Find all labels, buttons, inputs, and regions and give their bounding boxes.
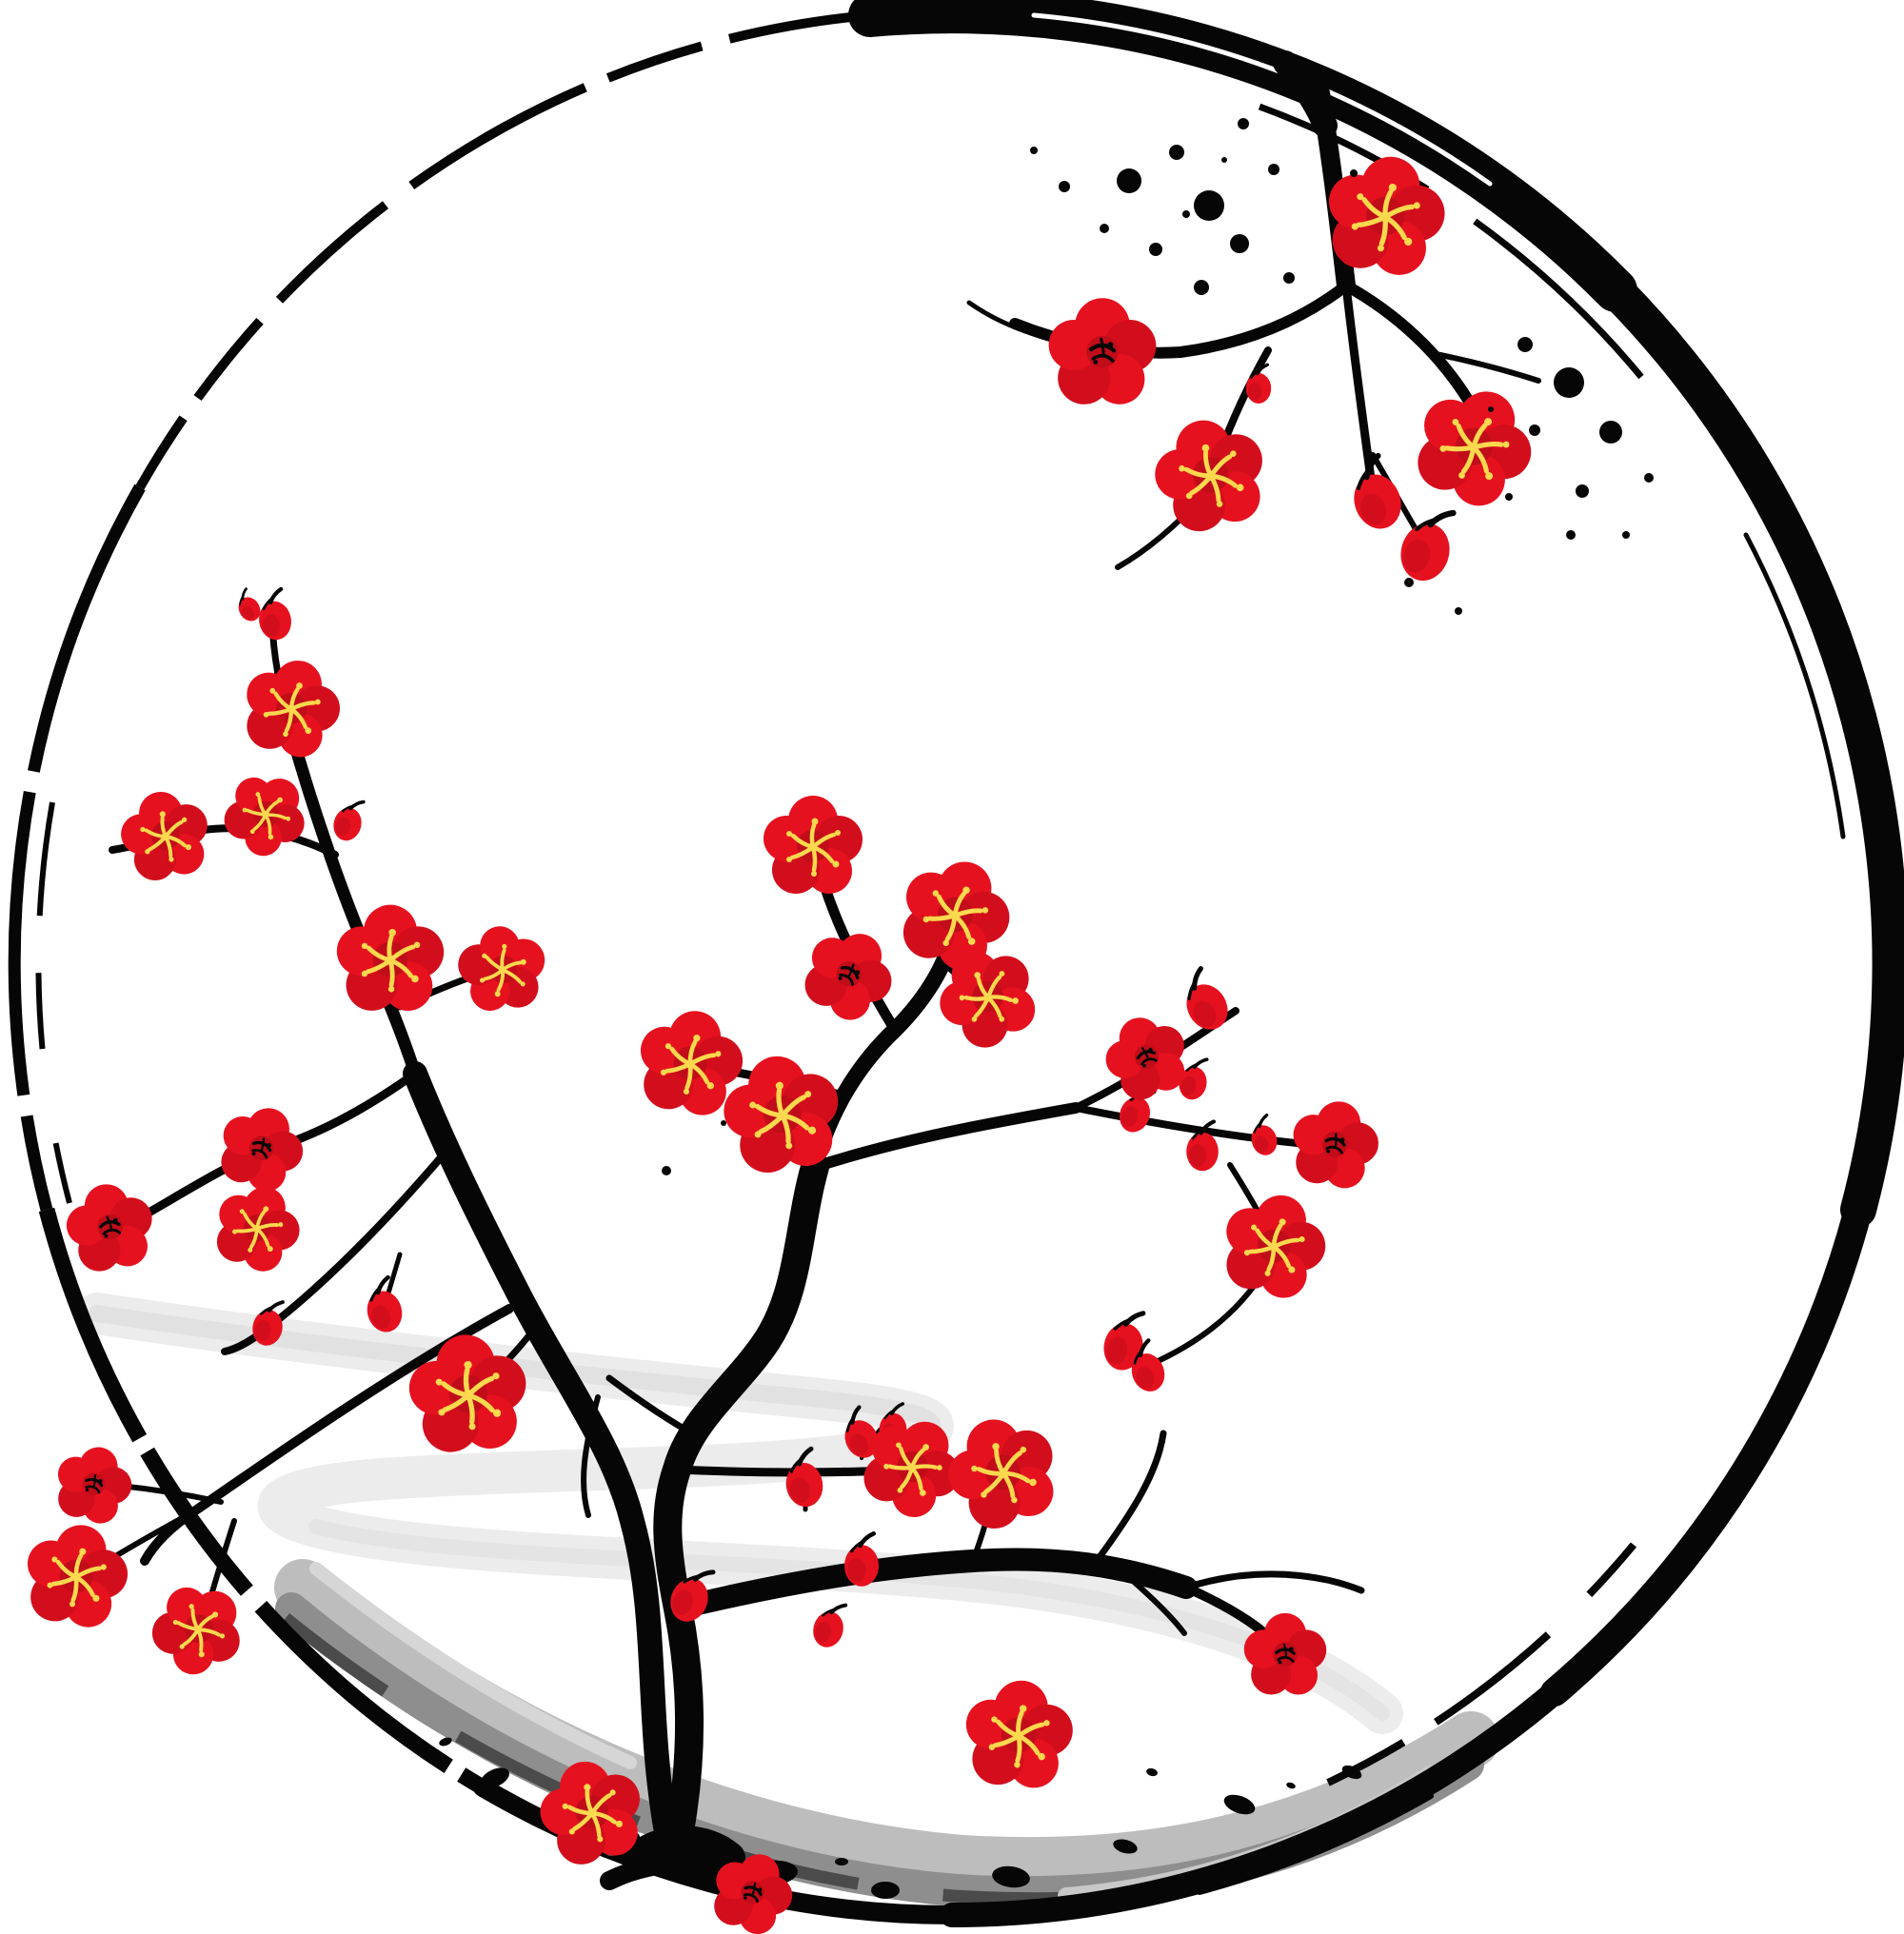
plum-blossom-open bbox=[1213, 1183, 1337, 1306]
ink-splatter bbox=[1194, 280, 1209, 295]
enso-stroke bbox=[38, 1207, 487, 1795]
branch bbox=[1182, 1570, 1365, 1594]
enso-stroke bbox=[1540, 1195, 1873, 1707]
ink-splatter bbox=[1149, 243, 1162, 256]
ink-splatter bbox=[1194, 190, 1224, 221]
plum-blossom-open bbox=[934, 1403, 1071, 1539]
plum-blossom-closed bbox=[46, 1436, 142, 1531]
enso-stroke bbox=[473, 1778, 962, 1925]
plum-blossom-open bbox=[111, 781, 219, 888]
enso-stroke bbox=[135, 10, 871, 490]
plum-bud bbox=[1244, 363, 1273, 405]
enso-stroke bbox=[1031, 12, 1493, 187]
ink-splatter bbox=[662, 1166, 671, 1175]
ink-splatter bbox=[1169, 145, 1184, 160]
ink-splatter bbox=[1644, 473, 1654, 483]
branch bbox=[624, 1825, 745, 1874]
enso-stroke bbox=[1326, 1542, 1637, 1786]
branch bbox=[1093, 1430, 1167, 1565]
enso-stroke bbox=[1597, 272, 1904, 1228]
ink-splatter bbox=[1320, 138, 1330, 148]
branch bbox=[140, 1304, 514, 1566]
enso-stroke bbox=[8, 484, 146, 1212]
plum-blossom-closed bbox=[1283, 1093, 1387, 1195]
plum-blossom-closed bbox=[1049, 298, 1157, 405]
ink-splatter bbox=[1230, 234, 1249, 253]
enso-stroke bbox=[1197, 1793, 1434, 1895]
ink-splatter bbox=[1117, 168, 1141, 193]
band-stroke bbox=[274, 1559, 1499, 1895]
ink-splotch bbox=[439, 1737, 452, 1747]
plum-blossom-open bbox=[961, 1676, 1077, 1791]
ink-splotch bbox=[992, 1865, 1030, 1888]
branch bbox=[286, 729, 422, 1080]
plum-bud bbox=[1172, 966, 1236, 1037]
ink-splotch bbox=[871, 1882, 900, 1899]
branch bbox=[653, 1153, 829, 1856]
enso-stroke bbox=[35, 801, 72, 1204]
ink-splotch bbox=[1223, 1794, 1256, 1815]
plum-bud bbox=[360, 1276, 407, 1336]
ink-splotch bbox=[1286, 1782, 1296, 1789]
ink-splatter bbox=[1283, 272, 1295, 284]
plum-blossom-open bbox=[1400, 370, 1550, 520]
ink-splatter bbox=[1517, 337, 1533, 352]
branch bbox=[1433, 351, 1541, 384]
branch bbox=[403, 1061, 679, 1845]
ink-splatter bbox=[1350, 169, 1358, 177]
ink-splatter bbox=[1238, 118, 1249, 129]
ink-splatter bbox=[1455, 607, 1462, 615]
enso-stroke bbox=[1743, 532, 1846, 839]
plum-bud bbox=[327, 794, 369, 846]
ink-splotch bbox=[1341, 1765, 1362, 1780]
plum-bud bbox=[254, 588, 294, 642]
branch bbox=[966, 300, 1041, 338]
branch bbox=[581, 1394, 601, 1518]
ink-splatter bbox=[1182, 210, 1190, 218]
plum-bud bbox=[807, 1596, 852, 1653]
ink-splatter bbox=[1505, 493, 1513, 501]
plum-bud bbox=[844, 1533, 879, 1587]
ink-splatter bbox=[1529, 424, 1540, 436]
ink-splatter bbox=[1030, 147, 1038, 154]
ink-splatter bbox=[1599, 421, 1622, 444]
branch bbox=[1341, 281, 1378, 498]
plum-blossom-open bbox=[202, 1172, 313, 1282]
plum-blossom-open bbox=[764, 796, 863, 894]
plum-blossom-open bbox=[234, 649, 350, 764]
plum-bud bbox=[1341, 454, 1408, 536]
ink-splotch bbox=[1113, 1839, 1138, 1854]
ink-splatter bbox=[1554, 367, 1584, 398]
ink-splatter bbox=[1488, 406, 1494, 412]
ink-splatter bbox=[1404, 578, 1414, 587]
ink-splatter bbox=[1059, 181, 1070, 192]
branch bbox=[1122, 1571, 1187, 1636]
branch bbox=[809, 1102, 1081, 1173]
ink-splatter bbox=[721, 1120, 726, 1126]
ink-splatter bbox=[1221, 157, 1227, 163]
plum-blossom-open bbox=[1143, 407, 1277, 540]
ink-splatter-layer bbox=[662, 118, 1654, 1175]
ink-splatter bbox=[1622, 531, 1630, 539]
ink-splotch bbox=[835, 1858, 848, 1865]
plum-blossom-closed bbox=[207, 1094, 316, 1202]
ink-splotch bbox=[481, 1767, 509, 1788]
enso-stroke bbox=[940, 1680, 1567, 1927]
enso-stroke bbox=[1597, 306, 1836, 725]
ink-splatter bbox=[1576, 484, 1589, 498]
branch bbox=[221, 1146, 451, 1355]
ink-splatter bbox=[1100, 224, 1109, 233]
enso-circle-layer bbox=[8, 0, 1904, 1927]
ink-splatter bbox=[1268, 164, 1279, 175]
ink-splotch bbox=[1146, 1767, 1158, 1777]
band-stroke bbox=[309, 1562, 637, 1769]
plum-blossom-open bbox=[18, 1517, 135, 1633]
plum-blossom-open bbox=[446, 910, 563, 1028]
ink-splatter bbox=[1566, 530, 1576, 540]
plum-blossom-closed bbox=[58, 1175, 162, 1278]
